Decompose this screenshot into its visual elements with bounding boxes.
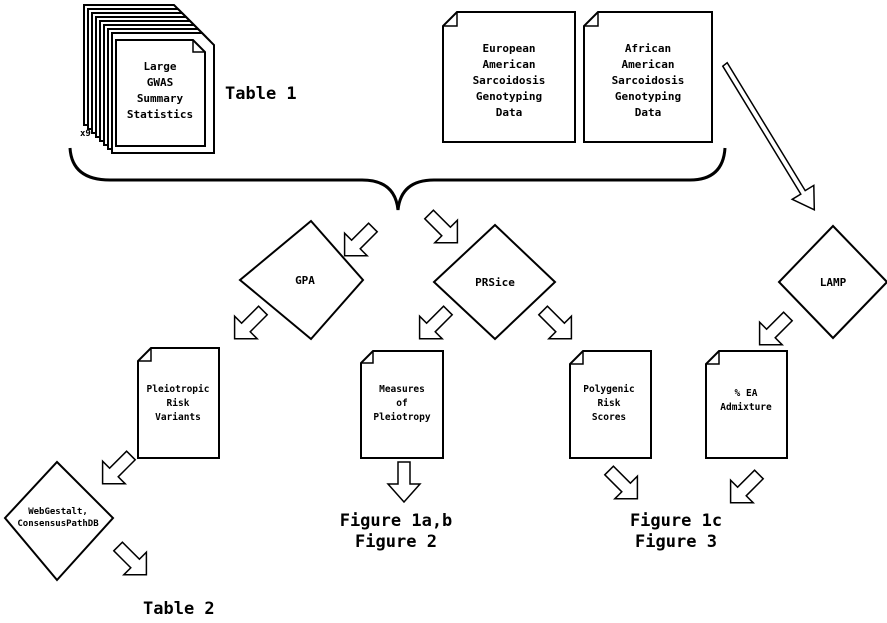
- polygenic-risk-scores-document: Polygenic Risk Scores: [569, 350, 652, 459]
- pathway-analysis-node: WebGestalt, ConsensusPathDB: [3, 460, 115, 582]
- measures-of-pleiotropy-document: Measures of Pleiotropy: [360, 350, 444, 459]
- gwas-doc-line-1: Large: [143, 60, 176, 73]
- ea-admixture-document: % EA Admixture: [705, 350, 788, 459]
- figure-1c-label: Figure 1c: [630, 511, 722, 531]
- arrow-measures-to-figure: [386, 461, 422, 504]
- prsice-label: PRSice: [475, 276, 515, 289]
- gwas-doc-line-4: Statistics: [127, 108, 193, 121]
- ea-doc-line-2: American: [483, 58, 536, 71]
- admixture-line-2: Admixture: [720, 402, 772, 413]
- gpa-method-node: GPA: [238, 219, 365, 341]
- pathway-tool-line-1: WebGestalt,: [28, 507, 88, 517]
- ea-doc-line-3: Sarcoidosis: [473, 74, 546, 87]
- arrow-gpa-to-variants: [233, 305, 269, 340]
- measures-line-1: Measures: [379, 384, 425, 395]
- ea-doc-line-4: Genotyping: [476, 90, 542, 103]
- gwas-document-stack: Large GWAS Summary Statistics x9: [80, 4, 215, 154]
- arrow-aa-to-lamp: [721, 61, 816, 211]
- aa-doc-line-3: Sarcoidosis: [612, 74, 685, 87]
- scores-line-3: Scores: [592, 412, 626, 423]
- aa-doc-line-5: Data: [635, 106, 662, 119]
- gpa-label: GPA: [295, 274, 315, 287]
- pleiotropic-risk-variants-document: Pleiotropic Risk Variants: [137, 347, 220, 459]
- measures-line-3: Pleiotropy: [373, 412, 430, 423]
- gwas-doc-line-2: GWAS: [147, 76, 174, 89]
- aa-doc-line-4: Genotyping: [615, 90, 681, 103]
- aa-doc-line-1: African: [625, 42, 671, 55]
- variants-line-3: Variants: [155, 412, 201, 423]
- arrow-lamp-to-admixture: [758, 311, 794, 346]
- pathway-tool-line-2: ConsensusPathDB: [17, 519, 99, 529]
- admixture-line-1: % EA: [735, 388, 758, 399]
- figure-1ab-label: Figure 1a,b: [340, 511, 453, 531]
- arrow-prsice-to-measures: [418, 305, 454, 340]
- ea-doc-line-1: European: [483, 42, 536, 55]
- aa-genotyping-document: African American Sarcoidosis Genotyping …: [583, 11, 713, 143]
- arrow-scores-to-figure: [603, 465, 639, 500]
- arrow-variants-to-pathway: [101, 450, 137, 485]
- table-1-label: Table 1: [225, 84, 297, 104]
- scores-line-2: Risk: [598, 398, 621, 409]
- arrow-admixture-to-figure: [729, 469, 765, 504]
- table-2-label: Table 2: [143, 599, 215, 619]
- aa-doc-line-2: American: [622, 58, 675, 71]
- ea-doc-line-5: Data: [496, 106, 523, 119]
- gwas-stack-count: x9: [80, 129, 91, 139]
- arrow-brace-to-gpa: [343, 222, 379, 257]
- measures-line-2: of: [396, 398, 408, 409]
- figure-2-label: Figure 2: [355, 532, 437, 552]
- lamp-label: LAMP: [820, 276, 847, 289]
- figure-3-label: Figure 3: [635, 532, 717, 552]
- ea-genotyping-document: European American Sarcoidosis Genotyping…: [442, 11, 576, 143]
- scores-line-1: Polygenic: [583, 384, 634, 395]
- arrow-prsice-to-scores: [537, 305, 573, 340]
- merge-brace: [68, 147, 727, 211]
- lamp-method-node: LAMP: [777, 224, 887, 340]
- gwas-doc-line-3: Summary: [137, 92, 184, 105]
- arrow-brace-to-prsice: [423, 209, 459, 244]
- variants-line-2: Risk: [167, 398, 190, 409]
- arrow-pathway-to-table: [112, 541, 148, 576]
- prsice-method-node: PRSice: [432, 223, 557, 341]
- variants-line-1: Pleiotropic: [147, 384, 210, 395]
